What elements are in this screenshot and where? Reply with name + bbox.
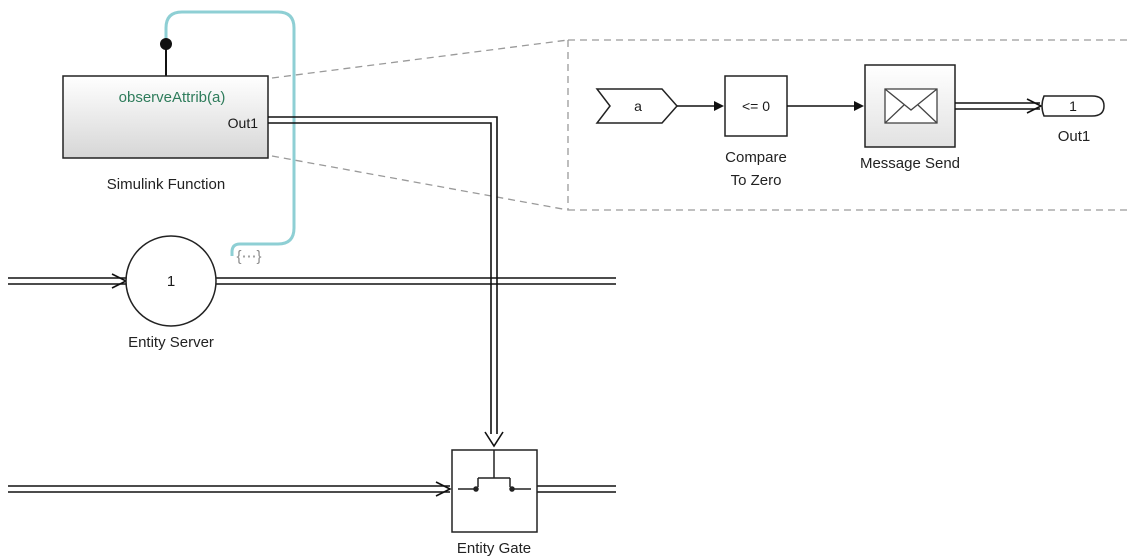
compare-caption-line2: To Zero [731,172,782,189]
outport-number: 1 [1069,98,1077,114]
message-send-to-outport [955,98,1043,114]
function-signature: observeAttrib(a) [119,89,226,106]
entity-gate-block[interactable] [451,449,538,533]
simulink-function-block[interactable]: observeAttrib(a) Out1 [62,75,269,159]
entity-server-block[interactable]: 1 [125,235,217,327]
outport-caption: Out1 [1058,128,1091,145]
compare-to-zero-block[interactable]: <= 0 [724,75,788,137]
function-link-line [164,10,296,256]
envelope-icon [884,88,938,124]
argument-inport-block[interactable]: a [595,88,679,124]
gate-switch-icon [458,450,531,492]
trigger-port [160,38,172,76]
outport-block[interactable]: 1 [1041,95,1105,117]
message-line-to-gate [268,116,504,448]
message-send-caption: Message Send [860,155,960,172]
gate-output-line [537,485,616,493]
signal-compare-to-send [787,101,864,111]
event-action-badge[interactable]: {⋯} [236,248,261,265]
zoom-projection-lines [271,39,1130,211]
server-input-line [8,273,128,289]
function-out-port-label: Out1 [228,115,259,131]
entity-gate-caption: Entity Gate [457,540,531,557]
argument-inport-label: a [634,98,642,114]
entity-server-caption: Entity Server [128,334,214,351]
gate-input-line [8,481,452,497]
server-capacity: 1 [167,273,175,290]
simulink-function-caption: Simulink Function [107,176,225,193]
compare-caption-line1: Compare [725,149,787,166]
server-output-line [216,277,616,285]
compare-symbol: <= 0 [742,98,770,114]
signal-arg-to-compare [677,101,724,111]
message-send-block[interactable] [864,64,956,148]
